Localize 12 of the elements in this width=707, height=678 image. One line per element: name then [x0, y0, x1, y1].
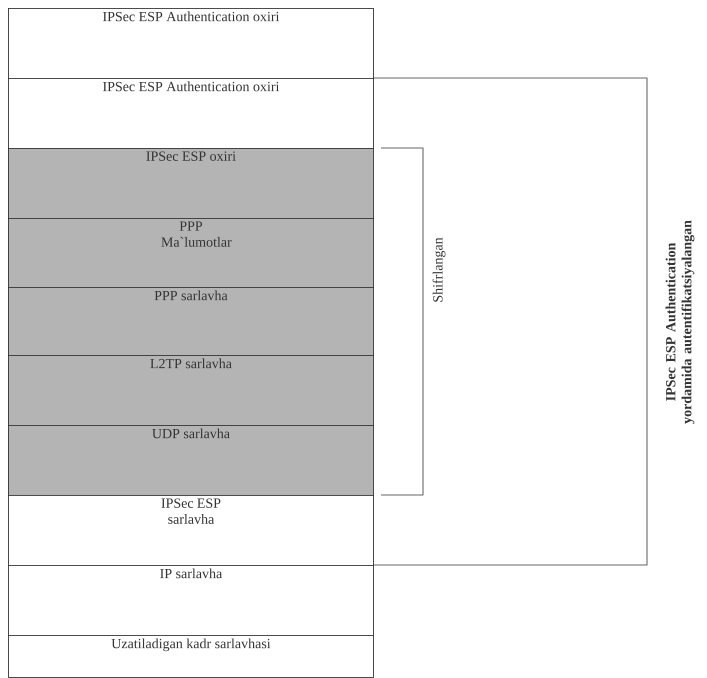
- layer-box: IPSec ESP Authentication oxiri: [8, 78, 374, 149]
- layer-box: IPSec ESP Authentication oxiri: [8, 8, 374, 79]
- layer-box: Uzatiladigan kadr sarlavhasi: [8, 635, 374, 678]
- shaded-layer-box: PPP sarlavha: [8, 287, 374, 356]
- shaded-layer-box: IPSec ESP oxiri: [8, 148, 374, 219]
- layer-box: IPSec ESP sarlavha: [8, 495, 374, 566]
- bracket-label: IPSec ESP Authentication yordamida autentifikatsiyalangan: [666, 220, 694, 424]
- shaded-layer-box: L2TP sarlavha: [8, 355, 374, 426]
- shaded-layer-box: PPP Ma`lumotlar: [8, 218, 374, 288]
- shaded-layer-box: UDP sarlavha: [8, 425, 374, 496]
- bracket-label: Shifrlangan: [432, 238, 446, 302]
- layer-box: IP sarlavha: [8, 565, 374, 636]
